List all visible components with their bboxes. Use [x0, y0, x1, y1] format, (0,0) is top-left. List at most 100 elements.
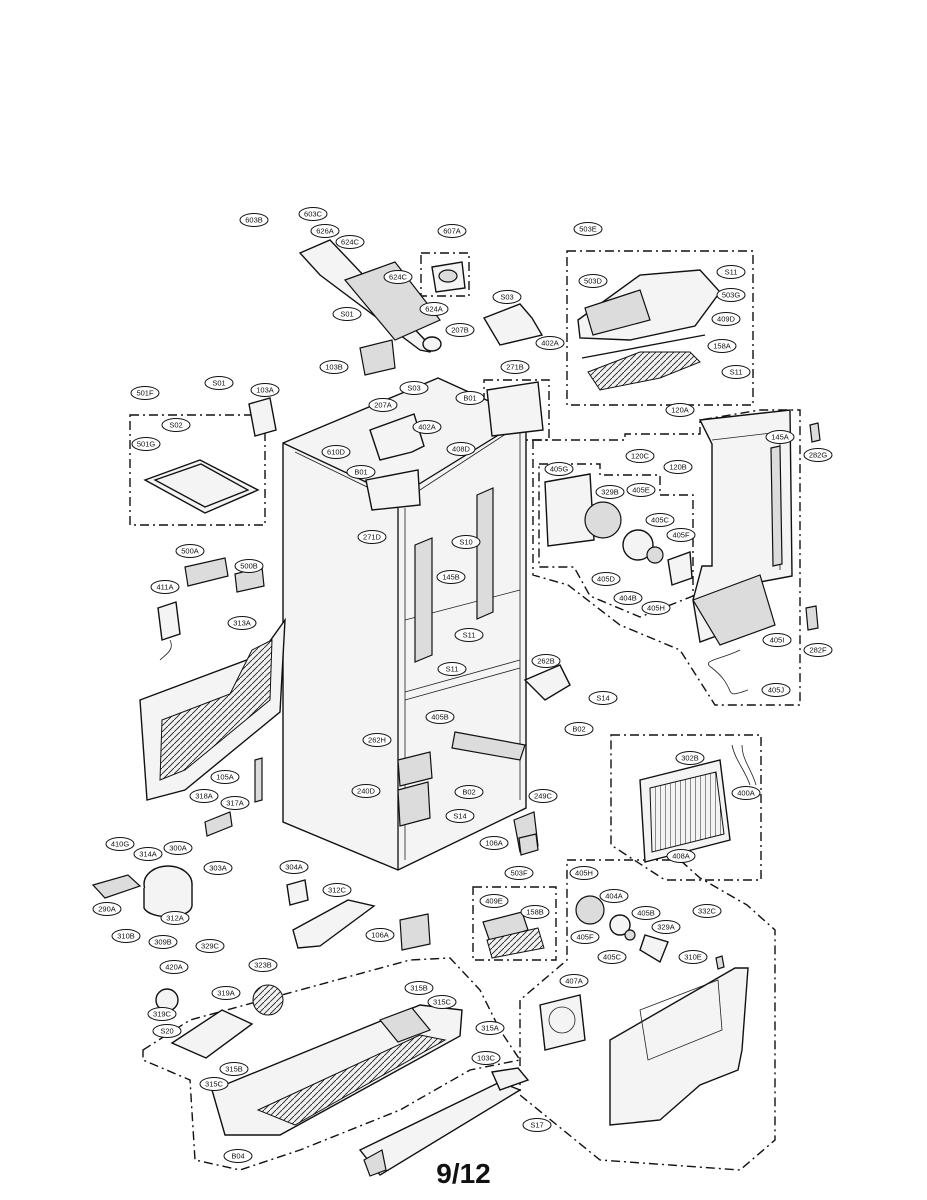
callout-label: S03: [500, 293, 513, 302]
callout-label: 262H: [368, 736, 386, 745]
callout-bubble: [357, 530, 387, 544]
callout-bubble: [528, 789, 558, 803]
callout-label: 329B: [601, 488, 619, 497]
callout-bubble: [310, 224, 340, 238]
part-callout: 410G: [105, 837, 135, 851]
callout-label: B01: [354, 468, 367, 477]
part-callout: S11: [454, 628, 484, 642]
callout-label: 404A: [605, 892, 623, 901]
part-callout: 405E: [626, 483, 656, 497]
part-callout: 302B: [675, 751, 705, 765]
callout-label: 405I: [770, 636, 785, 645]
callout-bubble: [504, 866, 534, 880]
callout-label: 315B: [410, 984, 428, 993]
callout-bubble: [692, 904, 722, 918]
part-callout: 405C: [597, 950, 627, 964]
part-callout: 323B: [248, 958, 278, 972]
part-callout: S03: [399, 381, 429, 395]
callout-bubble: [625, 449, 655, 463]
callout-label: 329A: [657, 923, 675, 932]
callout-bubble: [130, 386, 160, 400]
callout-bubble: [597, 950, 627, 964]
part-callout: B04: [223, 1149, 253, 1163]
callout-bubble: [544, 462, 574, 476]
part-callout: 626A: [310, 224, 340, 238]
part-callout: 624A: [419, 302, 449, 316]
part-callout: 158A: [707, 339, 737, 353]
group-outlines: [129, 250, 801, 1171]
callout-bubble: [626, 483, 656, 497]
part-callout: 103B: [319, 360, 349, 374]
callout-label: 145A: [771, 433, 789, 442]
callout-bubble: [475, 1021, 505, 1035]
callout-bubble: [716, 288, 746, 302]
callout-bubble: [298, 207, 328, 221]
callout-bubble: [731, 786, 761, 800]
part-callout: S11: [437, 662, 467, 676]
callout-label: 411A: [157, 583, 174, 592]
callout-bubble: [721, 365, 751, 379]
callout-label: 405D: [597, 575, 616, 584]
callout-bubble: [211, 986, 241, 1000]
callout-label: 318A: [195, 792, 213, 801]
callout-bubble: [492, 290, 522, 304]
part-callout: S01: [332, 307, 362, 321]
callout-label: 409E: [485, 897, 503, 906]
callout-bubble: [319, 360, 349, 374]
part-callout: 402A: [412, 420, 442, 434]
part-callout: 103A: [250, 383, 280, 397]
callout-bubble: [131, 437, 161, 451]
callout-label: 603C: [304, 210, 323, 219]
callout-label: 626A: [316, 227, 334, 236]
callout-bubble: [570, 930, 600, 944]
callout-label: 315B: [225, 1065, 243, 1074]
part-callout: 409E: [479, 894, 509, 908]
callout-bubble: [675, 751, 705, 765]
part-callout: 282G: [803, 448, 833, 462]
callout-bubble: [500, 360, 530, 374]
part-callout: S11: [721, 365, 751, 379]
callout-label: 309B: [154, 938, 172, 947]
callout-bubble: [227, 616, 257, 630]
callout-bubble: [160, 911, 190, 925]
callout-label: 207A: [374, 401, 392, 410]
callout-label: 282F: [809, 646, 827, 655]
callout-label: 607A: [443, 227, 461, 236]
callout-label: B01: [463, 394, 476, 403]
part-callout: 158B: [520, 905, 550, 919]
callout-label: S03: [407, 384, 420, 393]
callout-label: 329C: [201, 942, 220, 951]
callout-label: 405F: [576, 933, 594, 942]
callout-bubble: [133, 847, 163, 861]
callout-label: S11: [730, 368, 743, 377]
part-callout: 103C: [471, 1051, 501, 1065]
part-callout: 332C: [692, 904, 722, 918]
callout-bubble: [219, 1062, 249, 1076]
callout-bubble: [578, 274, 608, 288]
callout-bubble: [419, 302, 449, 316]
part-callout: 405G: [544, 462, 574, 476]
callout-bubble: [351, 784, 381, 798]
part-callout: 315C: [199, 1077, 229, 1091]
callout-bubble: [159, 960, 189, 974]
part-callout: 408D: [446, 442, 476, 456]
part-callout: S10: [451, 535, 481, 549]
part-callout: 329C: [195, 939, 225, 953]
callout-bubble: [666, 528, 696, 542]
callout-bubble: [163, 841, 193, 855]
callout-bubble: [250, 383, 280, 397]
callout-label: S17: [530, 1121, 543, 1130]
lower-middle-parts: [482, 833, 545, 959]
callout-label: 405E: [632, 486, 650, 495]
callout-label: 303A: [209, 864, 227, 873]
part-callout: 503E: [573, 222, 603, 236]
part-callout: 271D: [357, 530, 387, 544]
callout-label: 315C: [205, 1080, 224, 1089]
part-callout: 315A: [475, 1021, 505, 1035]
callout-bubble: [479, 894, 509, 908]
callout-label: 207B: [451, 326, 469, 335]
part-callout: 603C: [298, 207, 328, 221]
callout-bubble: [437, 662, 467, 676]
callout-label: 405J: [768, 686, 785, 695]
callout-label: 624A: [425, 305, 443, 314]
